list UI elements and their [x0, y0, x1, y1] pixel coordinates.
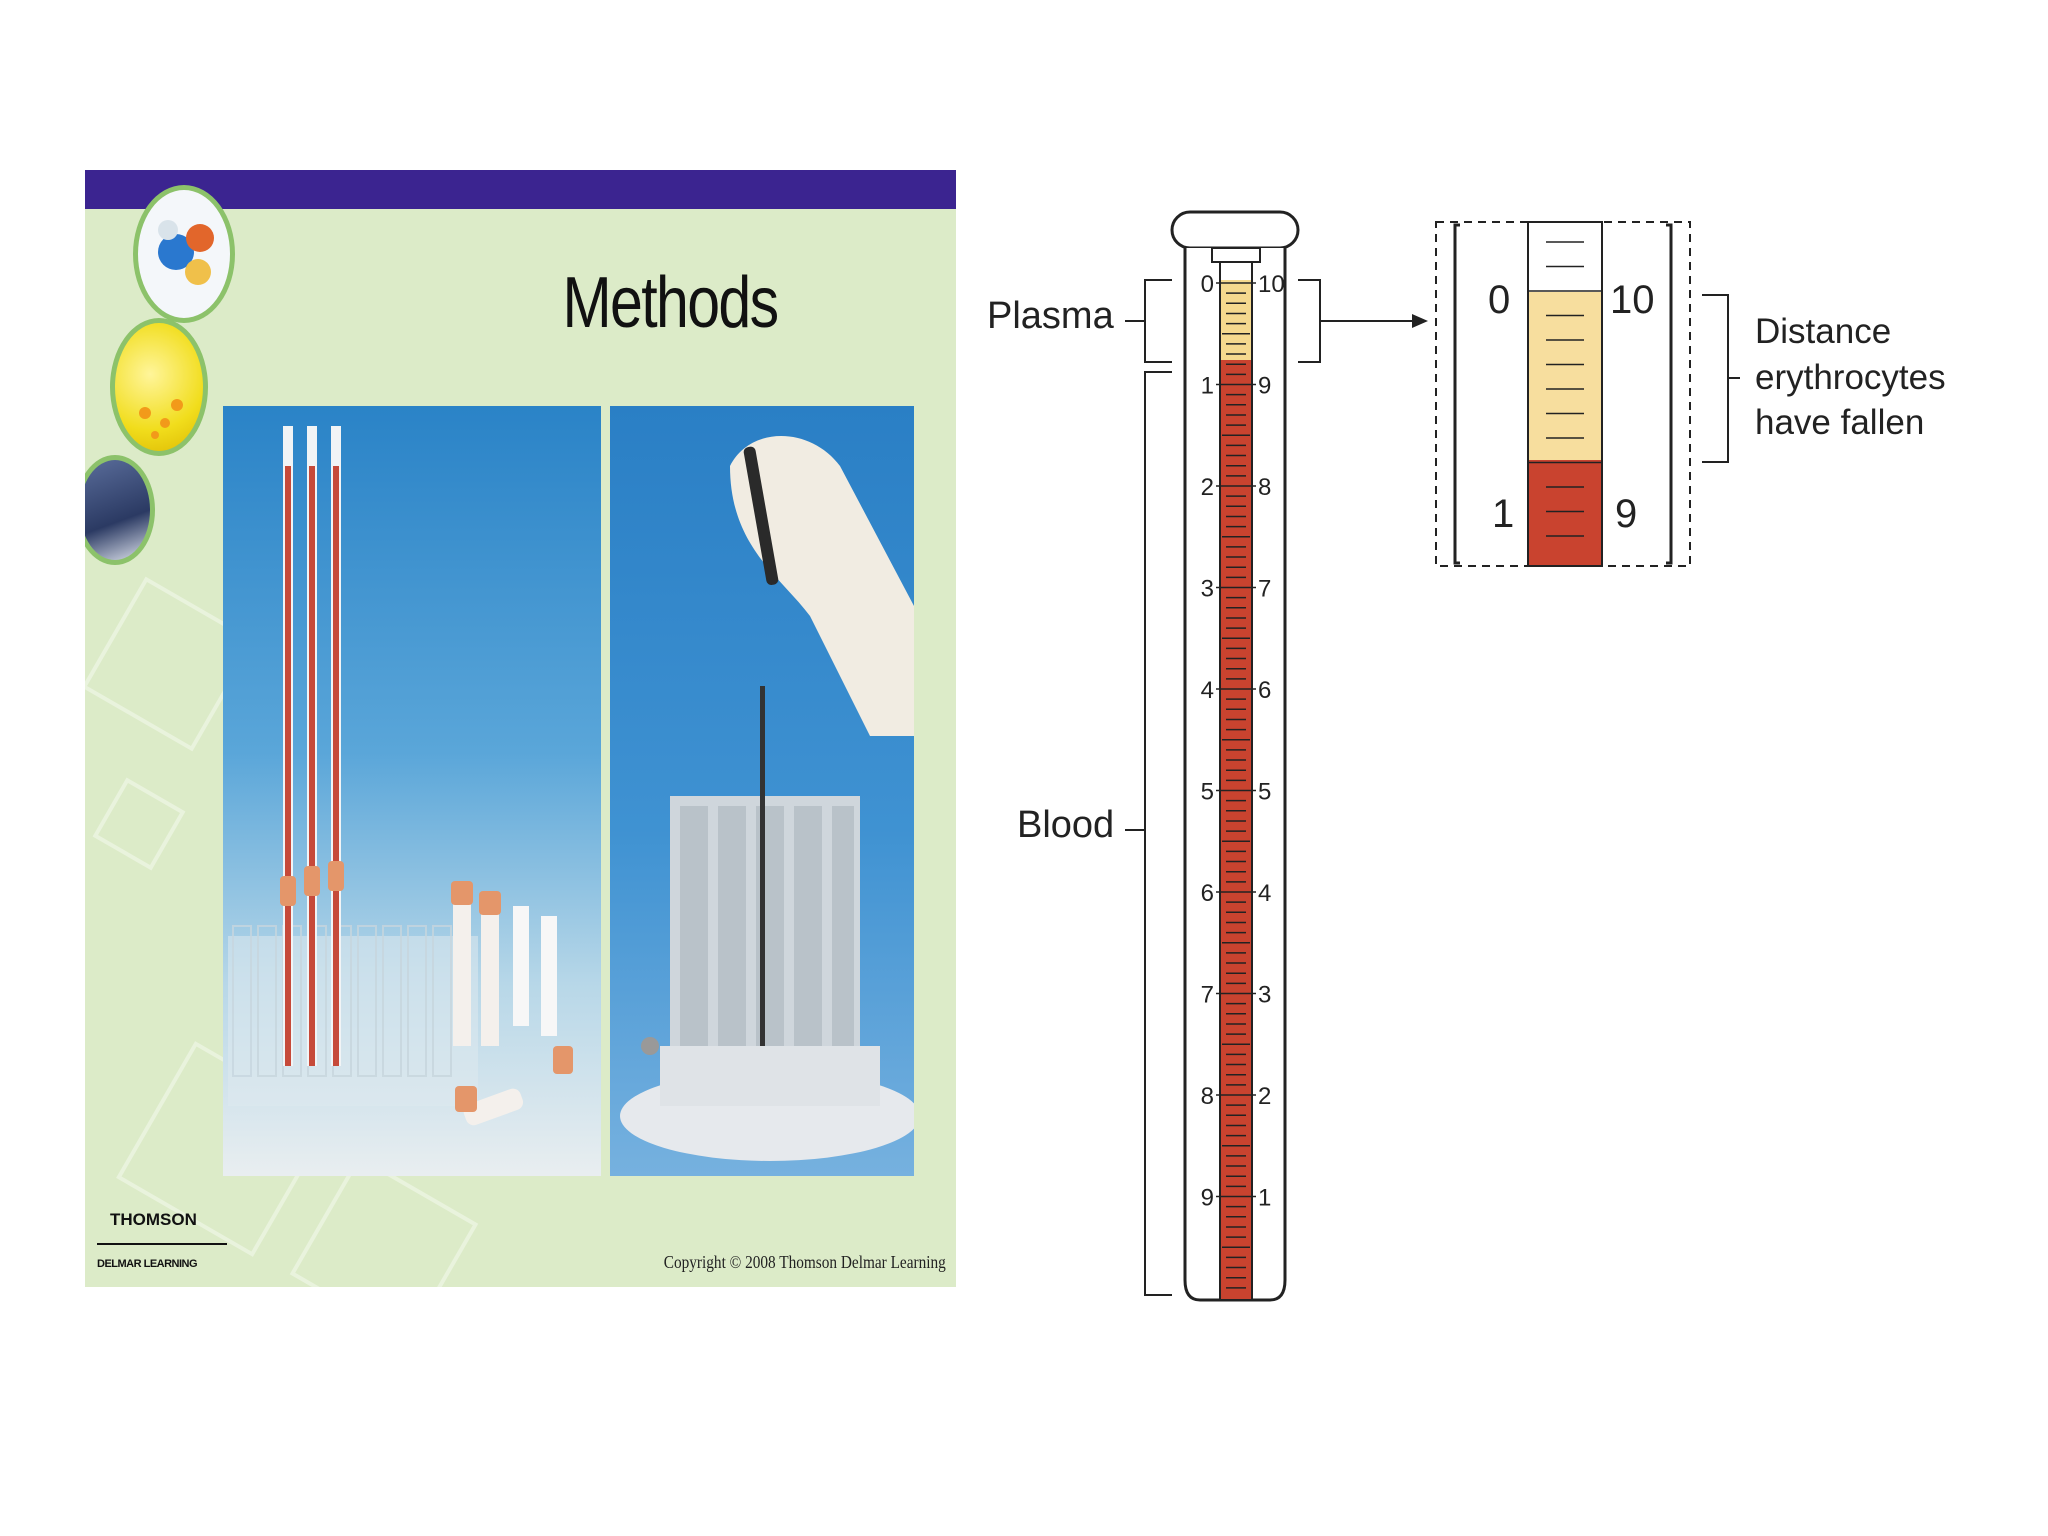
tube-left-scale-number: 6	[1201, 880, 1214, 907]
tube-left-scale-number: 9	[1201, 1185, 1214, 1212]
zoom-left-bottom-number: 1	[1492, 492, 1515, 536]
tube-cap	[1170, 210, 1300, 250]
blood-bracket	[1125, 371, 1172, 1296]
tube-left-scale-number: 0	[1201, 271, 1214, 298]
zoom-plasma-segment	[1528, 292, 1602, 460]
tube-right-scale-number: 7	[1258, 576, 1271, 603]
copyright-text: Copyright © 2008 Thomson Delmar Learning	[663, 1252, 946, 1272]
zoom-arrow-head	[1412, 314, 1428, 328]
tube-right-scale-number: 2	[1258, 1083, 1271, 1110]
westergren-pipettes-photo	[223, 406, 601, 1176]
distance-label-line-3: have fallen	[1755, 403, 1925, 442]
tube-left-scale-number: 5	[1201, 779, 1214, 806]
tube-right-scale-number: 5	[1258, 779, 1271, 806]
zoom-left-top-number: 0	[1488, 278, 1511, 322]
tube-right-scale-number: 9	[1258, 373, 1271, 400]
plasma-bracket	[1125, 279, 1172, 363]
zoom-left-bracket	[1453, 223, 1460, 565]
tube-right-scale-number: 6	[1258, 677, 1271, 704]
thomson-logo-text: THOMSON	[110, 1210, 197, 1229]
pipette-top	[1211, 247, 1261, 263]
pipette-tick-marks	[1216, 282, 1256, 1289]
tube-left-scale-number: 3	[1201, 576, 1214, 603]
blood-label: Blood	[1017, 804, 1115, 846]
sedimentation-rack-photo	[610, 406, 914, 1176]
zoom-right-bottom-number: 9	[1615, 492, 1638, 536]
tube-left-scale-number: 1	[1201, 373, 1214, 400]
zoom-tick-marks	[1528, 241, 1602, 537]
tube-right-scale-number: 1	[1258, 1185, 1271, 1212]
tube-right-scale-number: 4	[1258, 880, 1271, 907]
pipette-blood-column	[1220, 360, 1252, 1300]
distance-label-line-2: erythrocytes	[1755, 358, 1946, 397]
tube-left-scale-number: 2	[1201, 474, 1214, 501]
zoom-blood-segment	[1528, 460, 1602, 566]
zoom-clear-segment	[1528, 222, 1602, 292]
delmar-logo-text: DELMAR LEARNING	[97, 1258, 198, 1270]
plasma-label: Plasma	[987, 295, 1114, 337]
zoom-right-bracket	[1666, 223, 1673, 565]
zoom-right-top-number: 10	[1610, 278, 1655, 322]
tube-left-scale-number: 4	[1201, 677, 1214, 704]
zoom-column-outline	[1527, 221, 1603, 567]
logo-divider	[97, 1243, 227, 1245]
distance-label-line-1: Distance	[1755, 312, 1892, 351]
lab-bench-bubble	[85, 455, 155, 565]
slide-top-bar	[85, 170, 956, 209]
tube-left-scale-number: 7	[1201, 982, 1214, 1009]
tube-right-scale-number: 8	[1258, 474, 1271, 501]
cells-bubble	[110, 318, 208, 456]
lab-dishes-bubble	[133, 185, 235, 323]
tube-right-scale-number: 3	[1258, 982, 1271, 1009]
decorative-hexagon	[92, 777, 186, 871]
pipette-plasma-column	[1220, 280, 1252, 360]
distance-bracket	[1702, 294, 1740, 463]
tube-left-scale-number: 8	[1201, 1083, 1214, 1110]
slide-image: Methods	[85, 170, 956, 1287]
slide-title: Methods	[562, 263, 780, 343]
plasma-right-bracket	[1298, 279, 1420, 363]
tube-right-scale-number: 10	[1258, 271, 1285, 298]
